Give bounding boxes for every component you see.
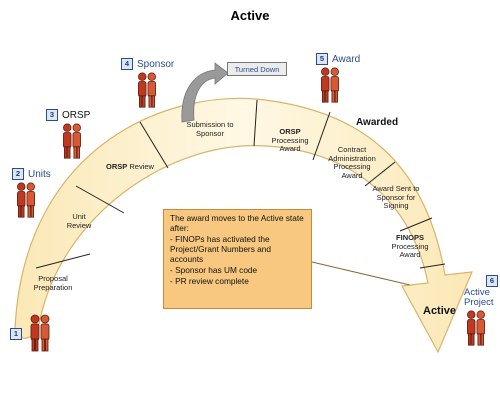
actor-label-award: Award xyxy=(332,53,361,65)
finops-rest: Processing Award xyxy=(391,241,429,260)
actor-4: 4 Sponsor xyxy=(121,58,174,111)
people-icon xyxy=(17,182,35,218)
actor-2: 2 Units xyxy=(12,168,51,221)
step-number-3: 3 xyxy=(46,109,58,121)
callout-pointer xyxy=(311,261,411,286)
actor-label-orsp: ORSP xyxy=(62,109,91,121)
page-title: Active xyxy=(230,8,270,23)
actor-3: 3 ORSP xyxy=(46,109,90,162)
segment-proposal-preparation: Proposal Preparation xyxy=(33,274,73,292)
active-state-label: Active xyxy=(423,305,457,317)
divider-3 xyxy=(139,121,169,169)
step-number-4: 4 xyxy=(121,58,133,70)
orsp-review-strong: ORSP xyxy=(106,162,128,171)
divider-5 xyxy=(312,111,331,161)
callout-item: - Sponsor has UM code xyxy=(170,264,258,275)
people-icon xyxy=(467,310,485,346)
people-icon xyxy=(63,123,81,159)
segment-orsp-processing: ORSP Processing Award xyxy=(264,127,316,154)
actor-label-units: Units xyxy=(28,168,51,180)
actor-1: 1 xyxy=(10,313,54,355)
active-conditions-callout: The award moves to the Active state afte… xyxy=(163,209,312,309)
divider-8 xyxy=(419,263,446,269)
segment-contract-administration: Contract Administration Processing Award xyxy=(328,145,376,180)
segment-finops-processing: FINOPS Processing Award xyxy=(385,233,435,260)
orsp-processing-strong: ORSP xyxy=(279,127,301,136)
divider-1 xyxy=(35,253,91,269)
segment-unit-review: Unit Review xyxy=(66,212,92,230)
divider-4 xyxy=(253,99,258,147)
actor-5: 5 Award xyxy=(316,53,360,106)
turned-down-box: Turned Down xyxy=(227,62,287,76)
callout-intro: The award moves to the Active state afte… xyxy=(170,213,304,233)
step-number-6: 6 xyxy=(486,275,498,287)
segment-orsp-review: ORSP Review xyxy=(100,162,160,172)
step-number-2: 2 xyxy=(12,168,24,180)
actor-label-active-project: Active Project xyxy=(464,287,494,308)
segment-award-sent: Award Sent to Sponsor for Signing xyxy=(372,184,420,211)
step-number-5: 5 xyxy=(316,53,328,65)
orsp-review-rest: Review xyxy=(129,162,154,171)
finops-strong: FINOPS xyxy=(396,233,424,242)
people-icon xyxy=(321,67,339,103)
actor-label-sponsor: Sponsor xyxy=(137,58,175,70)
divider-7 xyxy=(399,217,433,232)
callout-item: - FINOPs has activated the Project/Grant… xyxy=(170,233,271,264)
people-icon xyxy=(30,314,50,352)
segment-submission-to-sponsor: Submission to Sponsor xyxy=(186,120,234,138)
divider-2 xyxy=(75,185,125,214)
awarded-label: Awarded xyxy=(356,117,399,128)
arc-band xyxy=(14,97,473,354)
callout-item: - PR review complete xyxy=(170,275,249,286)
step-number-1: 1 xyxy=(10,328,22,340)
actor-6: 6 Active Project xyxy=(448,275,500,349)
orsp-processing-rest: Processing Award xyxy=(271,135,309,154)
divider-6 xyxy=(364,161,396,187)
people-icon xyxy=(138,72,156,108)
